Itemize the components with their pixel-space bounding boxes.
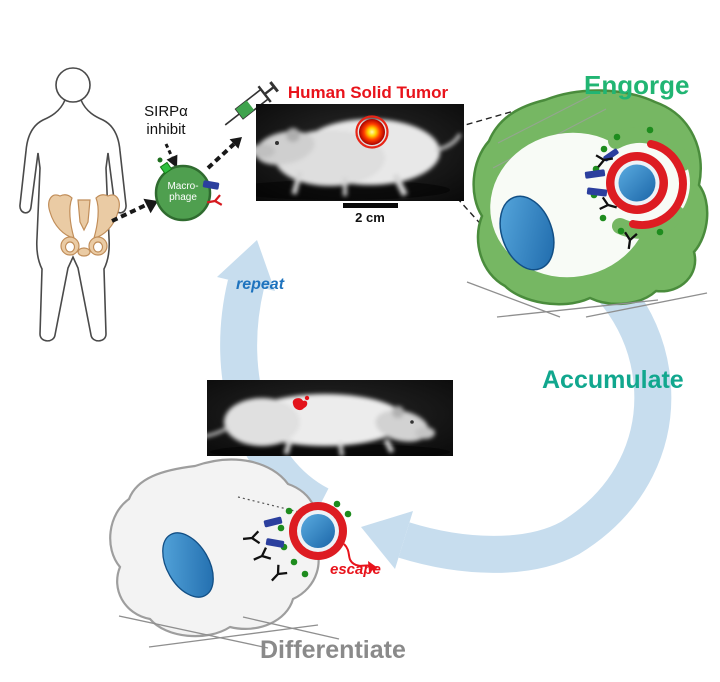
gray-cell-body xyxy=(109,458,320,638)
cycle-arrow-right xyxy=(398,229,672,573)
escaping-tumor-nucleus xyxy=(301,514,335,548)
human-head xyxy=(55,67,91,103)
mouse-eye xyxy=(275,141,279,145)
sirpa-inhibit-label: SIRPα inhibit xyxy=(126,103,206,139)
syringe-icon xyxy=(224,81,279,126)
pseudopod-arm-top xyxy=(608,126,691,171)
pelvis-icon xyxy=(48,194,120,257)
residual-tumor-mark xyxy=(292,395,310,411)
antibody-icons xyxy=(595,154,638,250)
antibody-icons-bottom xyxy=(242,530,288,582)
mouse-photo-tumor xyxy=(256,104,464,201)
scale-bar-label: 2 cm xyxy=(355,210,385,225)
macrophage-cell xyxy=(154,157,223,222)
stage-label-differentiate: Differentiate xyxy=(260,636,406,664)
bone-marrow-arrow xyxy=(111,198,158,223)
receptor-bars-bottom xyxy=(263,516,285,548)
tether-dotted-line xyxy=(237,496,300,513)
cycle-arrowhead-up-pointing xyxy=(217,240,275,291)
pseudopod-arm-bottom xyxy=(612,206,685,239)
receptor-icon xyxy=(202,180,220,190)
macrophage-nucleus xyxy=(499,195,555,271)
sirpa-line1: SIRPα xyxy=(144,103,188,120)
stage-label-escape: escape xyxy=(330,561,381,578)
tumor-ring xyxy=(355,115,389,149)
stage-label-accumulate: Accumulate xyxy=(542,366,684,394)
sirpa-blocker-icon xyxy=(159,161,173,175)
escape-arrow xyxy=(343,543,378,572)
antibody-red-icon xyxy=(206,194,223,206)
sirpa-line2: inhibit xyxy=(146,121,186,138)
differentiate-macrophage-cell xyxy=(109,458,378,649)
cycle-arrowhead-left-pointing xyxy=(361,511,413,569)
green-signal-dots-bottom xyxy=(277,500,352,578)
mouse-photo-cleared xyxy=(207,380,453,456)
injection-arrow xyxy=(206,137,242,170)
macrophage-label: Macro- phage xyxy=(167,181,199,203)
substrate-lines-bottom xyxy=(118,615,340,649)
green-dot xyxy=(157,157,163,163)
engorge-macrophage-cell xyxy=(466,89,709,318)
scale-bar xyxy=(343,203,398,208)
tumor-membrane-crescent xyxy=(629,140,687,229)
tumor-glow xyxy=(359,119,385,145)
human-figure xyxy=(19,67,127,342)
stage-label-repeat: repeat xyxy=(236,276,285,293)
tumor-cell-nucleus xyxy=(618,164,656,202)
gray-cell-nucleus xyxy=(162,532,214,598)
human-body-outline xyxy=(19,99,127,342)
substrate-lines xyxy=(466,281,708,318)
receptor-bars xyxy=(584,148,619,197)
sirpa-inhibit-arrow xyxy=(164,143,178,168)
stage-label-engorge: Engorge xyxy=(584,70,690,100)
tumor-title: Human Solid Tumor xyxy=(287,83,449,102)
